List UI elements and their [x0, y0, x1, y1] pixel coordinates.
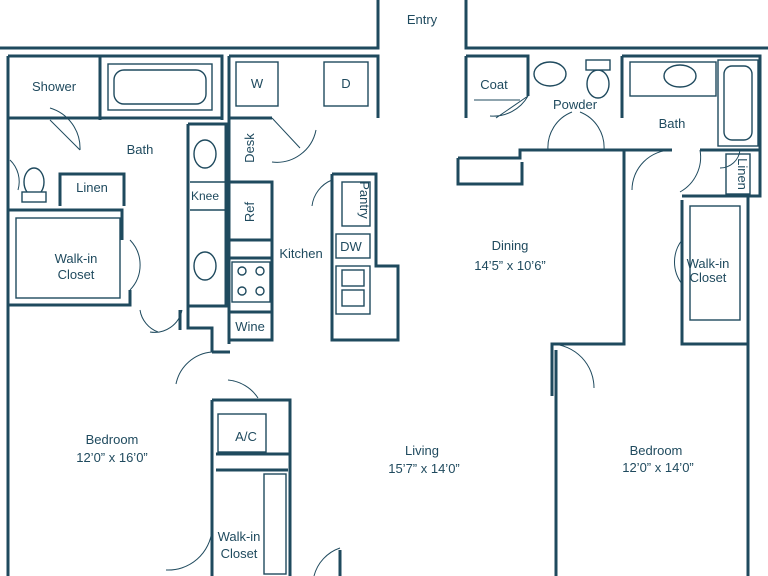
- walkin-right-label-2: Closet: [690, 270, 727, 285]
- washer-label: W: [251, 76, 264, 91]
- pantry-label: Pantry: [357, 181, 372, 219]
- living-label: Living: [405, 443, 439, 458]
- bath-left-label: Bath: [127, 142, 154, 157]
- ac-label: A/C: [235, 429, 257, 444]
- shower-label: Shower: [32, 79, 77, 94]
- linen-left-label: Linen: [76, 180, 108, 195]
- walkin-bottom-label-2: Closet: [221, 546, 258, 561]
- dw-label: DW: [340, 239, 362, 254]
- dining-label: Dining: [492, 238, 529, 253]
- linen-right-label: Linen: [735, 158, 750, 190]
- kitchen-label: Kitchen: [279, 246, 322, 261]
- desk-label: Desk: [242, 133, 257, 163]
- knee-label: Knee: [191, 189, 219, 203]
- fixtures: [15, 59, 759, 575]
- walkin-left-label-2: Closet: [58, 267, 95, 282]
- doors: [9, 95, 741, 576]
- walkin-right-label-1: Walk-in: [687, 256, 730, 271]
- bedroom-left-dimensions: 12’0” x 16’0”: [76, 450, 148, 465]
- bedroom-right-label: Bedroom: [630, 443, 683, 458]
- dryer-label: D: [341, 76, 350, 91]
- bath-right-label: Bath: [659, 116, 686, 131]
- ref-label: Ref: [242, 201, 257, 222]
- wine-label: Wine: [235, 319, 265, 334]
- room-labels: Entry Shower Bath Linen Knee Walk-in Clo…: [32, 12, 750, 561]
- entry-label: Entry: [407, 12, 438, 27]
- walkin-bottom-label-1: Walk-in: [218, 529, 261, 544]
- bedroom-left-label: Bedroom: [86, 432, 139, 447]
- living-dimensions: 15’7” x 14’0”: [388, 461, 460, 476]
- powder-label: Powder: [553, 97, 598, 112]
- dining-dimensions: 14’5” x 10’6”: [474, 258, 546, 273]
- bedroom-right-dimensions: 12’0” x 14’0”: [622, 460, 694, 475]
- coat-label: Coat: [480, 77, 508, 92]
- walkin-left-label-1: Walk-in: [55, 251, 98, 266]
